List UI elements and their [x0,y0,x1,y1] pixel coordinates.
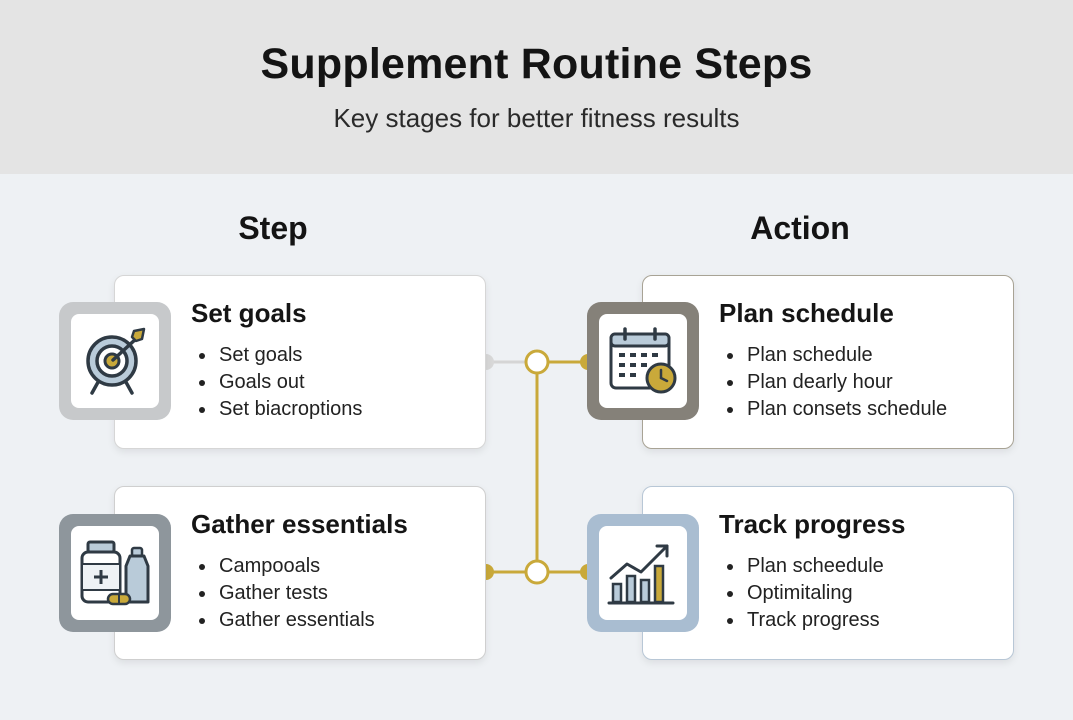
card-list: Plan scheedule Optimitaling Track progre… [719,553,884,634]
list-item: Plan schedule [719,342,947,369]
page-subtitle: Key stages for better fitness results [333,103,740,133]
header-banner: Supplement Routine Steps Key stages for … [0,0,1073,174]
list-item: Plan consets schedule [719,396,947,423]
progress-chart-icon-box [587,514,699,632]
page-title: Supplement Routine Steps [260,40,813,88]
list-item: Set goals [191,342,362,369]
card-list: Plan schedule Plan dearly hour Plan cons… [719,342,947,423]
list-item: Track progress [719,607,884,634]
list-item: Optimitaling [719,580,884,607]
list-item: Gather tests [191,580,375,607]
card-title: Set goals [191,298,307,328]
supplement-bottles-icon [80,540,150,606]
list-item: Campooals [191,553,375,580]
list-item: Gather essentials [191,607,375,634]
step-card-set-goals: Set goals Set goals Goals out Set biacro… [114,275,486,449]
card-list: Set goals Goals out Set biacroptions [191,342,362,423]
card-list: Campooals Gather tests Gather essentials [191,553,375,634]
list-item: Plan dearly hour [719,369,947,396]
target-icon-box [59,302,171,420]
action-column-heading: Action [750,210,850,246]
action-card-plan-schedule: Plan schedule Plan schedule Plan dearly … [642,275,1014,449]
connector-junction [524,349,550,375]
action-card-track-progress: Track progress Plan scheedule Optimitali… [642,486,1014,660]
card-title: Track progress [719,509,906,539]
progress-chart-icon [607,544,675,605]
list-item: Goals out [191,369,362,396]
connector-junction [524,559,550,585]
list-item: Plan scheedule [719,553,884,580]
step-column-heading: Step [238,210,308,246]
target-icon [86,327,146,395]
card-title: Gather essentials [191,509,408,539]
list-item: Set biacroptions [191,396,362,423]
calendar-clock-icon-box [587,302,699,420]
step-card-gather-essentials: Gather essentials Campooals Gather tests… [114,486,486,660]
card-title: Plan schedule [719,298,894,328]
supplement-bottles-icon-box [59,514,171,632]
calendar-clock-icon [609,327,677,394]
